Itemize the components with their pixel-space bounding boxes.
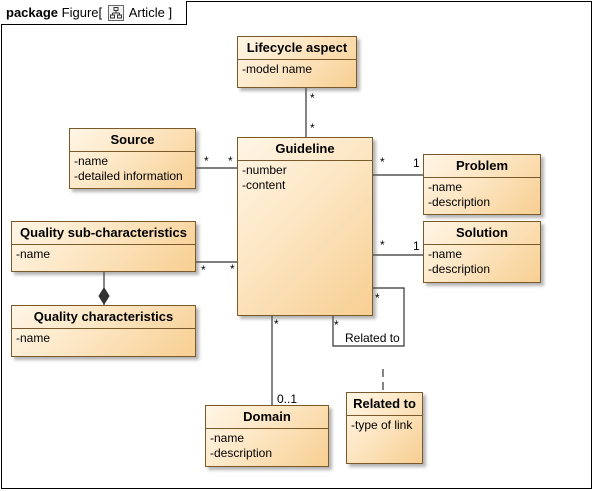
- class-lifecycle-aspect[interactable]: Lifecycle aspect -model name: [237, 36, 357, 88]
- multiplicity-lifecycle: *: [310, 91, 315, 105]
- multiplicity-guideline-domain: *: [274, 317, 279, 331]
- class-attribute: -type of link: [351, 418, 413, 432]
- package-tab: package Figure[ Article ]: [1, 1, 187, 25]
- class-attribute: -number: [242, 163, 287, 177]
- class-solution[interactable]: Solution -name -description: [423, 221, 541, 283]
- multiplicity-guideline-qsub: *: [230, 262, 235, 276]
- class-attribute: -description: [428, 262, 491, 276]
- class-attribute: -detailed information: [74, 169, 183, 183]
- class-attribute: -model name: [242, 62, 313, 76]
- class-problem[interactable]: Problem -name -description: [423, 154, 541, 215]
- class-domain[interactable]: Domain -name -description: [205, 405, 329, 467]
- class-diagram-icon: [107, 4, 124, 21]
- class-related-to[interactable]: Related to -type of link: [346, 392, 423, 464]
- multiplicity-self-start: *: [375, 291, 380, 305]
- multiplicity-guideline-problem: *: [380, 155, 385, 169]
- multiplicity-domain: 0..1: [277, 392, 298, 406]
- class-name: Quality characteristics: [12, 306, 195, 329]
- class-name: Source: [70, 129, 195, 152]
- class-quality-characteristics[interactable]: Quality characteristics -name: [11, 305, 196, 357]
- multiplicity-source: *: [204, 154, 209, 168]
- multiplicity-problem: 1: [413, 156, 420, 170]
- class-attribute: -name: [16, 331, 51, 345]
- class-attribute: -name: [210, 431, 245, 445]
- multiplicity-guideline-source: *: [228, 154, 233, 168]
- composition-diamond-icon: [98, 287, 110, 305]
- class-name: Domain: [206, 406, 328, 429]
- class-name: Related to: [347, 393, 422, 416]
- class-name: Problem: [424, 155, 540, 178]
- class-attribute: -content: [242, 178, 286, 192]
- class-attribute: -name: [74, 154, 109, 168]
- multiplicity-guideline-top: *: [310, 121, 315, 135]
- class-name: Lifecycle aspect: [238, 37, 356, 60]
- class-attribute: -description: [428, 195, 491, 209]
- multiplicity-qsub: *: [201, 263, 206, 277]
- class-name: Guideline: [238, 138, 372, 161]
- diagram-name: Article: [128, 5, 165, 20]
- bracket-close: ]: [168, 5, 173, 20]
- package-name: Figure: [61, 5, 99, 20]
- class-attribute: -name: [16, 247, 51, 261]
- bracket-open: [: [98, 5, 103, 20]
- multiplicity-self-end: *: [334, 318, 339, 332]
- package-keyword: package: [6, 5, 59, 20]
- class-name: Solution: [424, 222, 540, 245]
- class-source[interactable]: Source -name -detailed information: [69, 128, 196, 189]
- class-attribute: -description: [210, 446, 273, 460]
- class-guideline[interactable]: Guideline -number -content: [237, 137, 373, 316]
- class-attribute: -name: [428, 180, 463, 194]
- assoc-self-related: [332, 287, 405, 347]
- class-quality-sub-characteristics[interactable]: Quality sub-characteristics -name: [11, 221, 196, 272]
- class-name: Quality sub-characteristics: [12, 222, 195, 245]
- multiplicity-solution: 1: [413, 239, 420, 253]
- multiplicity-guideline-solution: *: [380, 238, 385, 252]
- class-attribute: -name: [428, 247, 463, 261]
- association-label: Related to: [343, 331, 402, 345]
